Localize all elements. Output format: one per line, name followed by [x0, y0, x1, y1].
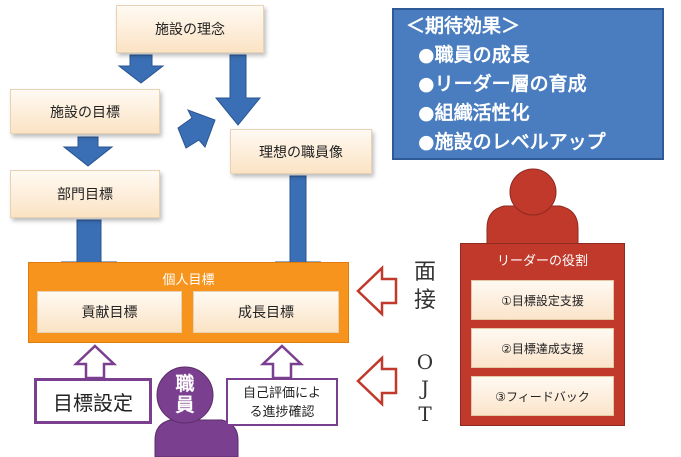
- leader-role-title: リーダーの役割: [496, 254, 588, 269]
- ojt-char: J: [420, 376, 430, 400]
- expected-effect-item: ●職員の成長: [418, 44, 530, 66]
- arrow-goal-setting-up: [72, 344, 118, 380]
- interview-char: 接: [413, 288, 436, 313]
- ojt-char: O: [416, 350, 434, 374]
- arrow-philosophy-to-ideal-staff: [214, 54, 262, 126]
- ideal-staff-label: 理想の職員像: [259, 144, 343, 161]
- philosophy-label: 施設の理念: [155, 22, 225, 38]
- staff-char: 員: [175, 394, 195, 416]
- self-eval-box: 自己評価によ る進捗確認: [226, 378, 338, 426]
- ojt-char: T: [418, 402, 432, 426]
- contribution-goal-box: 貢献目標: [37, 291, 182, 333]
- leader-person-figure: [486, 168, 579, 253]
- arrow-facility-goal-to-dept-goal: [62, 136, 114, 167]
- leader-role-panel: リーダーの役割 ①目標設定支援 ②目標達成支援 ③フィードバック: [460, 243, 625, 426]
- goal-setting-label: 目標設定: [53, 390, 133, 415]
- goal-setting-box: 目標設定: [34, 378, 152, 424]
- individual-goals-panel: 個人目標 貢献目標 成長目標: [28, 262, 349, 343]
- role-item: ②目標達成支援: [471, 328, 614, 368]
- interview-char: 面: [413, 260, 436, 285]
- staff-label: 職 員: [165, 374, 205, 416]
- dept-goal-box: 部門目標: [10, 170, 160, 218]
- role-item: ③フィードバック: [471, 376, 614, 416]
- facility-goal-label: 施設の目標: [50, 104, 120, 121]
- role-item: ①目標設定支援: [471, 280, 614, 320]
- ojt-label: O J T: [400, 351, 450, 425]
- arrow-facility-goal-to-ideal-staff: [177, 109, 216, 149]
- contribution-goal-label: 貢献目標: [81, 305, 138, 321]
- expected-effect-item: ●施設のレベルアップ: [418, 131, 606, 153]
- expected-effects-title: ＜期待効果＞: [406, 15, 521, 37]
- ideal-staff-box: 理想の職員像: [230, 129, 372, 174]
- growth-goal-label: 成長目標: [238, 305, 294, 321]
- expected-effect-item: ●組織活性化: [418, 102, 530, 124]
- philosophy-box: 施設の理念: [116, 5, 264, 53]
- facility-goal-box: 施設の目標: [10, 89, 160, 134]
- staff-char: 職: [175, 373, 195, 395]
- arrow-ojt: [356, 355, 398, 407]
- interview-label: 面 接: [400, 262, 450, 312]
- self-eval-line: 自己評価によ: [242, 386, 321, 401]
- self-eval-line: る進捗確認: [249, 405, 315, 420]
- arrow-interview: [356, 265, 398, 317]
- expected-effects-panel: ＜期待効果＞ ●職員の成長 ●リーダー層の育成 ●組織活性化 ●施設のレベルアッ…: [392, 8, 664, 160]
- staff-person-figure: [154, 366, 239, 457]
- individual-goals-title: 個人目標: [162, 273, 215, 288]
- growth-goal-box: 成長目標: [193, 291, 339, 333]
- arrow-philosophy-to-facility-goal: [117, 54, 165, 84]
- arrow-self-eval-up: [259, 344, 305, 380]
- expected-effect-item: ●リーダー層の育成: [418, 73, 587, 95]
- dept-goal-label: 部門目標: [57, 187, 113, 203]
